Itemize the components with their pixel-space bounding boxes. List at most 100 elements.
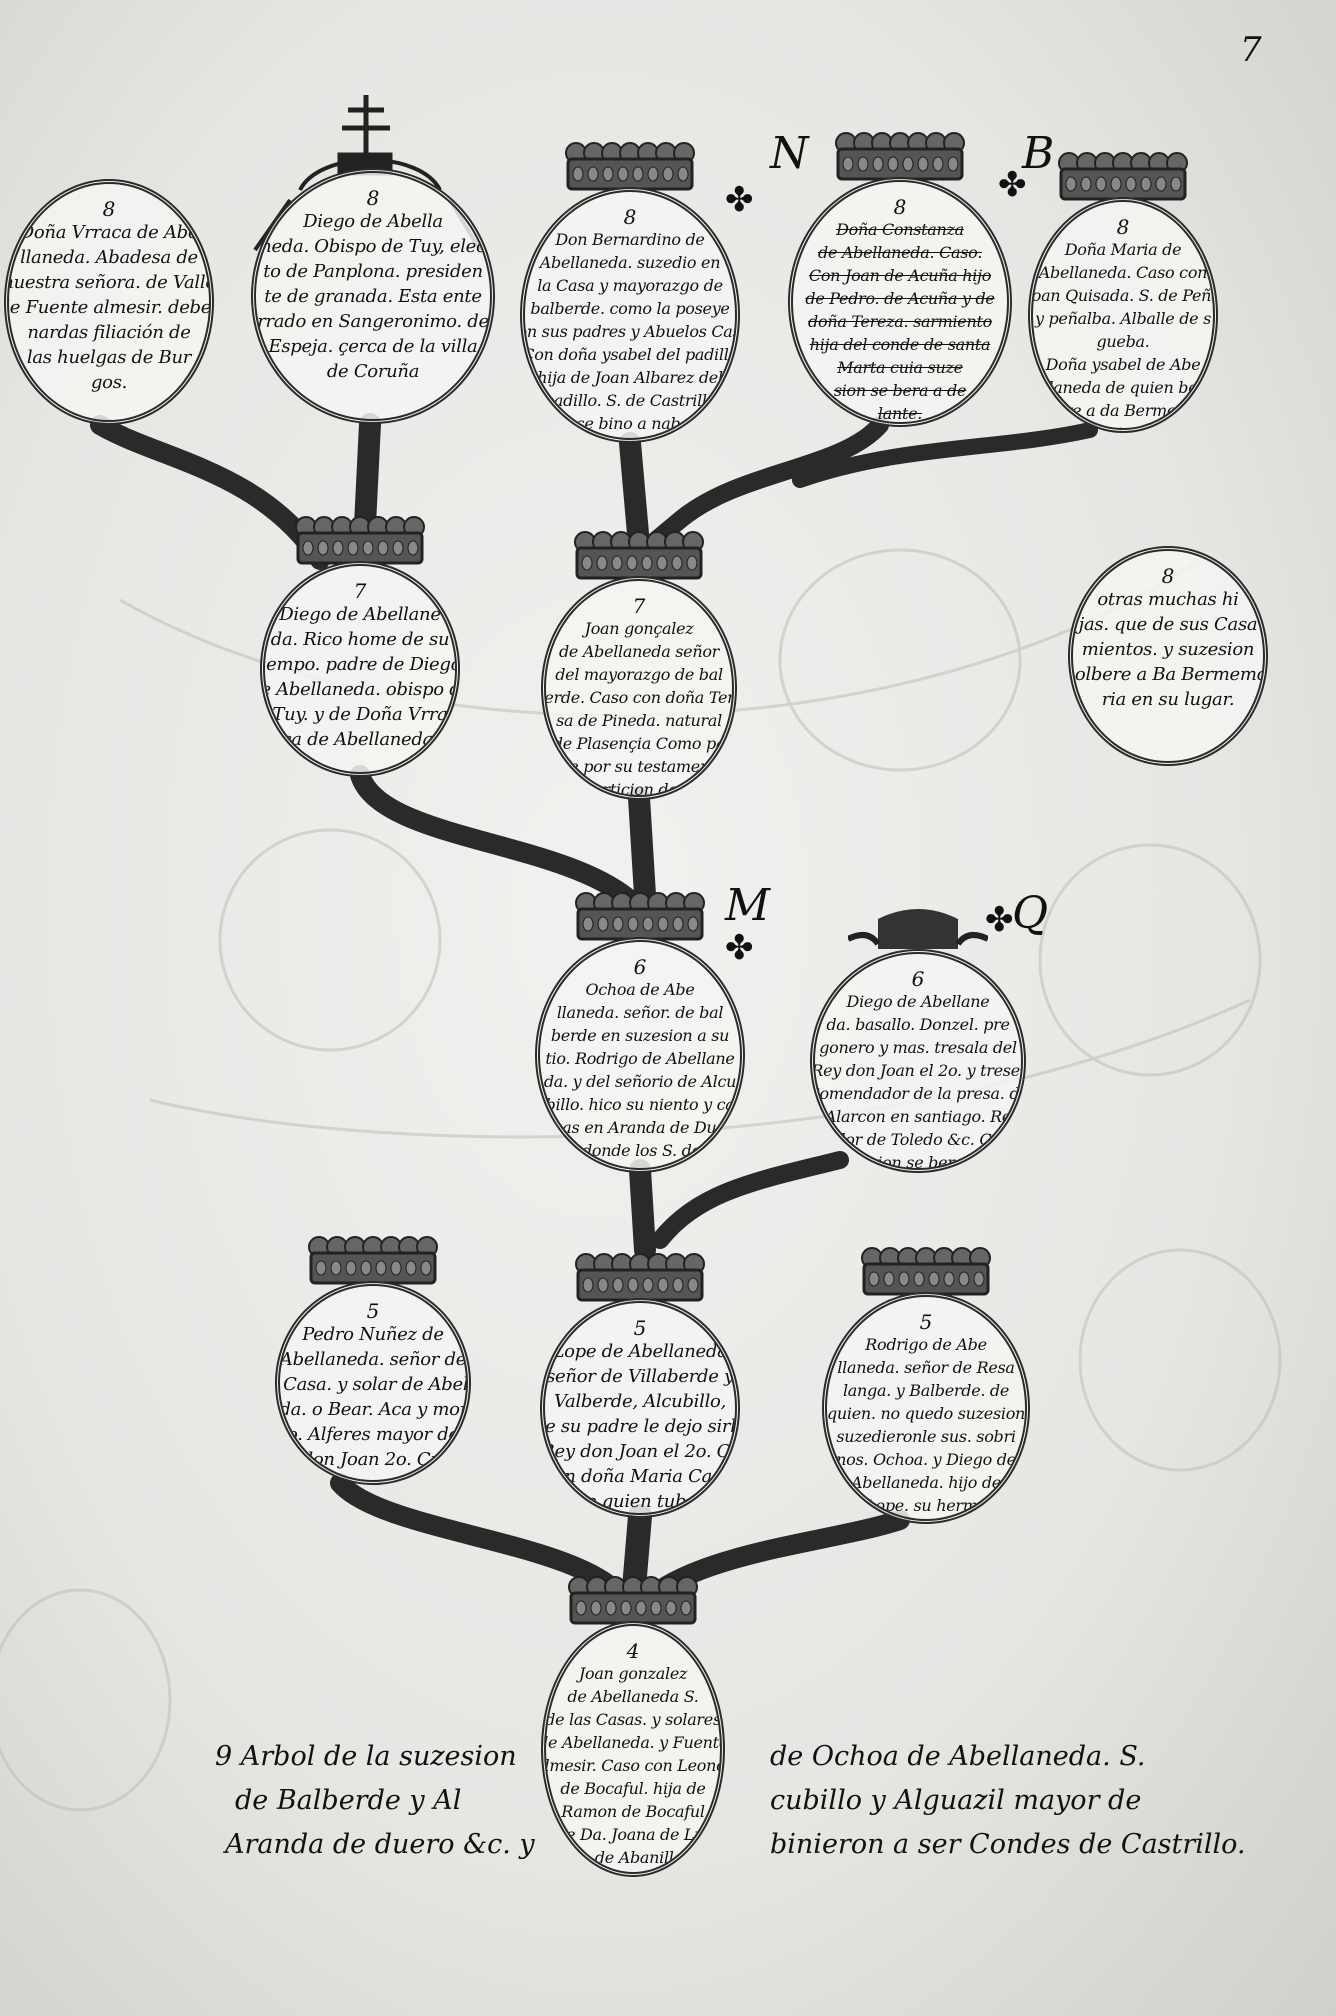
node-text-line: Rodrigo de Abe bbox=[865, 1335, 987, 1354]
node-text-line: ria en su lugar. bbox=[1101, 689, 1235, 710]
node-text-line: no. bbox=[914, 1517, 938, 1519]
node-text-line: Con doña Maria Casar bbox=[540, 1466, 740, 1487]
branch-pedro bbox=[330, 1473, 625, 1600]
node-text-line: da. basallo. Donzel. pre bbox=[826, 1015, 1010, 1034]
node-text-line: Lope de Abellaneda bbox=[552, 1341, 728, 1362]
node-text-line: Alarcon en santiago. Re bbox=[824, 1107, 1012, 1126]
crown-icon bbox=[570, 1248, 710, 1304]
crown-icon bbox=[569, 526, 709, 582]
node-text-line: langa. y Balberde. de bbox=[842, 1381, 1010, 1400]
node-text-line: neda. Obispo de Tuy, elec bbox=[260, 236, 486, 257]
node-text-line: reze por su testamentos bbox=[544, 757, 734, 776]
node-text-line: cesion tengo escrita bbox=[284, 1474, 462, 1485]
node-text-line: ron sus padres y Abuelos Caso bbox=[520, 322, 740, 341]
caption-line: cubillo y Alguazil mayor de bbox=[770, 1785, 1142, 1816]
generation-number: 8 bbox=[1161, 564, 1175, 588]
node-text-line: Comendador de la presa. de bbox=[810, 1084, 1026, 1103]
node-text-line: to de Panplona. presiden bbox=[263, 261, 483, 282]
node-text-line: berde en suzesion a su bbox=[550, 1026, 730, 1045]
node-text-line: nardas filiación de bbox=[27, 322, 191, 343]
node-text-line: balberde. como la poseye bbox=[530, 299, 730, 318]
crown-icon bbox=[830, 127, 970, 183]
node-text-line: Abellaneda. suzedio en bbox=[539, 253, 721, 272]
node-text-line: bolbere a Ba Bermemo. bbox=[1068, 664, 1268, 685]
node-text-line: jo. Alferes mayor del bbox=[281, 1424, 465, 1445]
reference-mark-q: Q bbox=[1012, 888, 1049, 939]
cross-flower-icon: ✤ bbox=[725, 928, 754, 968]
cross-flower-icon: ✤ bbox=[725, 180, 754, 220]
branch-constanza bbox=[641, 416, 889, 554]
generation-number: 8 bbox=[102, 197, 116, 221]
caption-line: binieron a ser Condes de Castrillo. bbox=[770, 1829, 1246, 1860]
node-text-line: gos. bbox=[90, 372, 128, 393]
reference-mark-b: B bbox=[1022, 128, 1055, 179]
node-text-line: tio. Rodrigo de Abellane bbox=[545, 1049, 735, 1068]
node-text-line: Diego de Abellane bbox=[279, 604, 441, 625]
cross-flower-icon: ✤ bbox=[985, 900, 1014, 940]
node-text-line: de Fuente almesir. deber bbox=[4, 297, 214, 318]
node-text-line: Abellaneda. Caso con bbox=[1038, 263, 1208, 282]
node-text-line: berde. Caso con doña Tere bbox=[541, 688, 737, 707]
node-text-line: sion se bera a de bbox=[833, 381, 967, 400]
caption-right: de Ochoa de Abellaneda. S. cubillo y Alg… bbox=[770, 1735, 1246, 1867]
generation-number: 4 bbox=[626, 1639, 640, 1663]
branch-urraca bbox=[90, 415, 330, 570]
node-text-line: de Abellaneda. y Fuente bbox=[541, 1733, 725, 1752]
node-text-line: de Abellaneda S. bbox=[567, 1687, 699, 1706]
node-text-line: las huelgas de Bur bbox=[26, 347, 192, 368]
node-text-line: que su padre le dejo sirbio bbox=[545, 1416, 735, 1437]
node-text-line: sa de Pineda. natural bbox=[556, 711, 722, 730]
node-text-line: llaneda. señor de Resa bbox=[837, 1358, 1015, 1377]
node-text-line: ro. donde los S. desta bbox=[555, 1141, 725, 1160]
node-text-line: y de Da. Joana de Luna bbox=[542, 1825, 724, 1844]
node-text-line: Con doña ysabel del padilla bbox=[522, 345, 738, 364]
node-text-line: tubo A bbox=[604, 435, 656, 438]
reference-mark-m: M bbox=[725, 880, 771, 931]
node-text-line: Doña Constanza bbox=[836, 220, 964, 239]
node-text-line: nos. Ochoa. y Diego de bbox=[836, 1450, 1016, 1469]
cross-flower-icon: ✤ bbox=[998, 165, 1027, 205]
crown-icon bbox=[846, 899, 990, 955]
node-text-line: padillo. S. de Castrillo bbox=[543, 391, 717, 410]
node-text-line: billo. hico su niento y ca bbox=[545, 1095, 735, 1114]
node-text-line: hija del conde de santa bbox=[809, 335, 991, 354]
crown-icon bbox=[570, 887, 710, 943]
generation-number: 7 bbox=[353, 579, 367, 603]
node-text-line: Tuy. y de Doña Vrra bbox=[272, 704, 448, 725]
node-text-line: de Abellaneda. Caso. bbox=[818, 243, 982, 262]
crown-icon bbox=[303, 1231, 443, 1287]
node-text-line: jas. que de sus Casa bbox=[1078, 614, 1258, 635]
node-text-line: de Abellaneda. obispo de bbox=[260, 679, 460, 700]
node-text-line: Diego de Abellane bbox=[846, 992, 990, 1011]
node-text-line: Abellaneda. hijo de bbox=[851, 1473, 1001, 1492]
node-text-line: sas en Aranda de Due bbox=[554, 1118, 726, 1137]
node-text-line: la Casa y mayorazgo de bbox=[537, 276, 723, 295]
node-text-line: de Abellaneda señor bbox=[558, 642, 720, 661]
node-text-line: Ochoa de Abe bbox=[585, 980, 695, 999]
node-text-line: da. y del señorio de Alcu bbox=[543, 1072, 737, 1091]
crown-icon bbox=[1053, 147, 1193, 203]
page-number: 7 bbox=[1240, 30, 1262, 70]
node-text-line: y peñalba. Alballe de s bbox=[1034, 309, 1212, 328]
node-text-line: Doña ysabel de Abe bbox=[1045, 355, 1201, 374]
crown-icon bbox=[560, 137, 700, 193]
node-text-line: Marta cuia suze bbox=[837, 358, 963, 377]
node-text-line: Abellaneda. señor de bbox=[279, 1349, 467, 1370]
node-text-line: llaneda. Abadesa de bbox=[20, 247, 198, 268]
branch-joan7 bbox=[628, 787, 656, 906]
node-text-line: Doña Vrraca de Abe bbox=[19, 222, 199, 243]
generation-number: 8 bbox=[366, 186, 380, 210]
node-text-line: quien. no quedo suzesion bbox=[826, 1404, 1026, 1423]
node-text-line: del mayorazgo de bal bbox=[555, 665, 723, 684]
generation-number: 5 bbox=[633, 1316, 647, 1340]
node-text-line: ca de Abellaneda. bbox=[281, 729, 439, 750]
node-text-line: da. Rico home de su bbox=[270, 629, 450, 650]
node-text-line: hija de Joan Albarez del bbox=[537, 368, 723, 387]
